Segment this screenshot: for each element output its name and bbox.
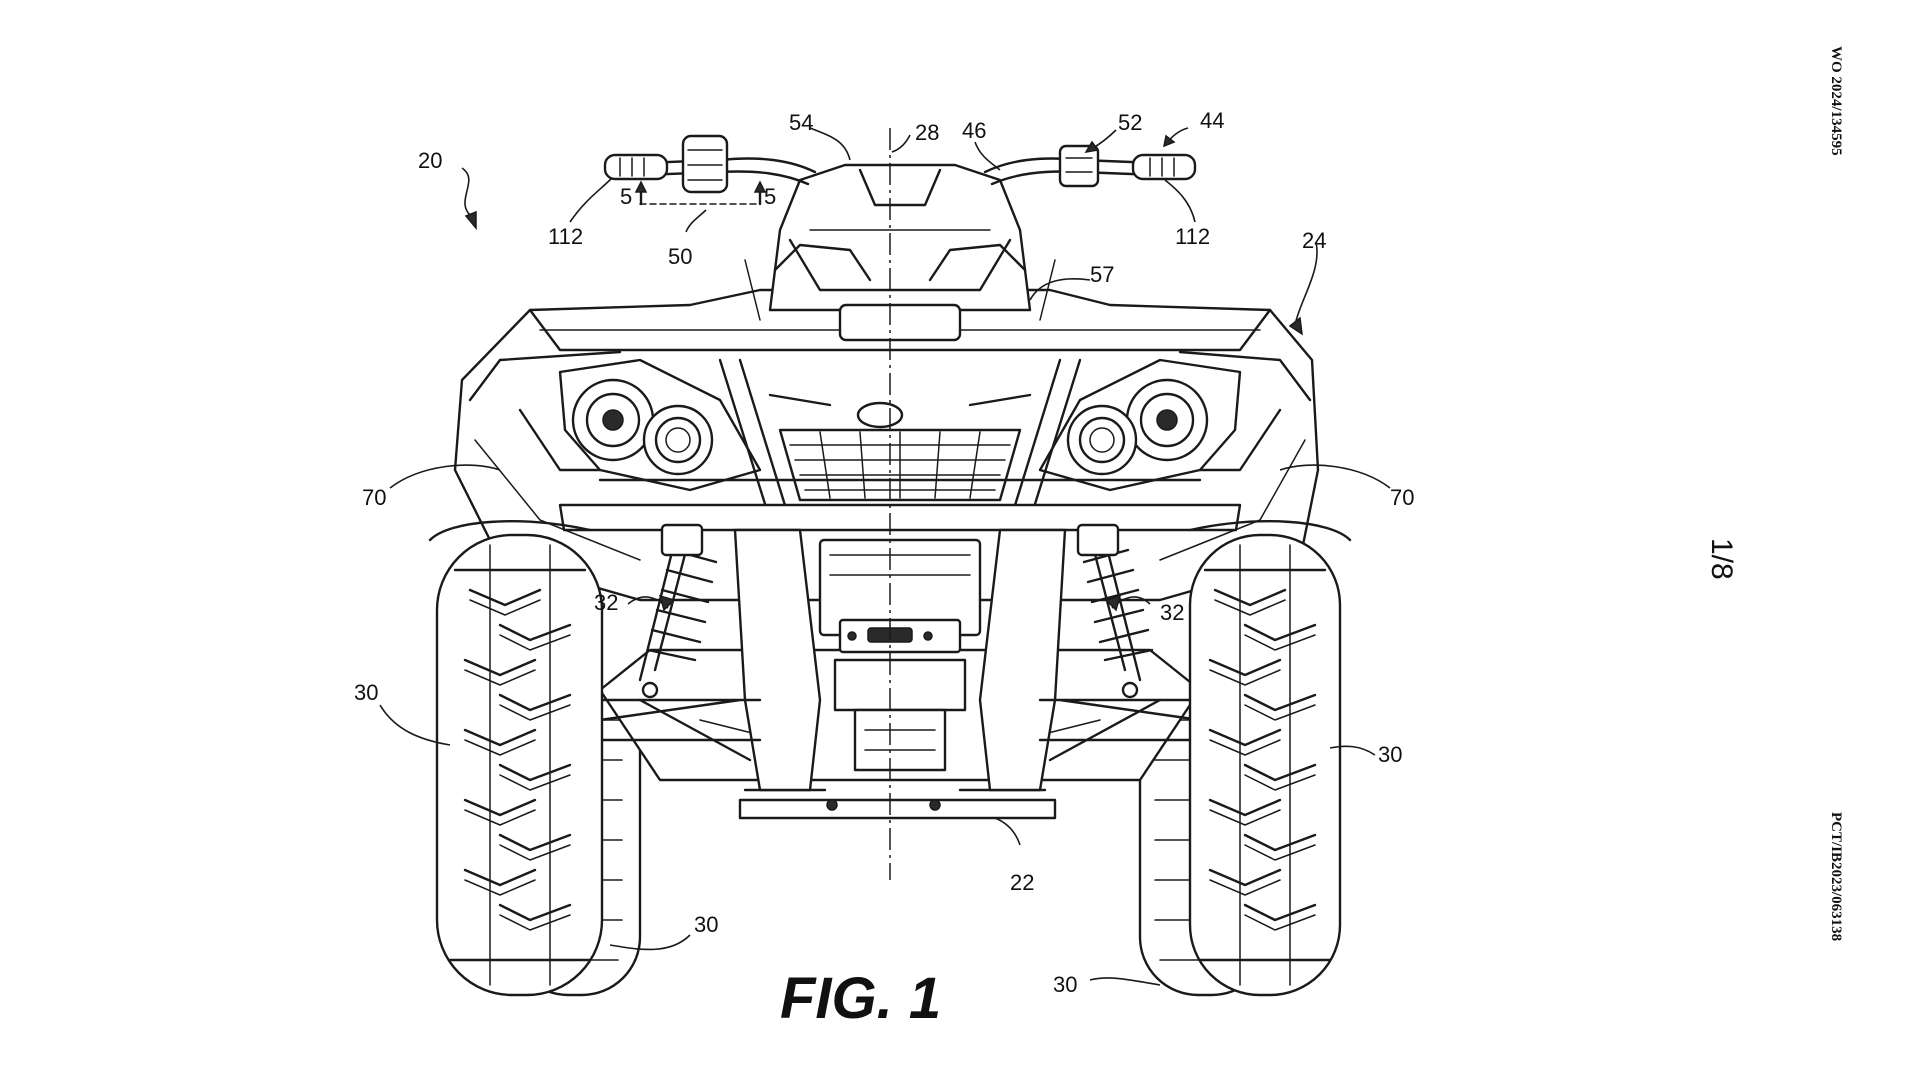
ref-54: 54 <box>789 110 813 135</box>
ref-112-left: 112 <box>548 224 583 249</box>
ref-70-left: 70 <box>362 485 386 510</box>
front-fenders <box>428 520 1352 542</box>
ref-32-right: 32 <box>1160 600 1184 625</box>
ref-46: 46 <box>962 118 986 143</box>
figure-title: FIG. 1 <box>780 966 941 1031</box>
reference-numerals: 20 54 28 46 52 44 5 5 112 112 50 24 57 7… <box>354 108 1414 997</box>
ref-30-low-left: 30 <box>694 912 718 937</box>
ref-24: 24 <box>1302 228 1326 253</box>
shock-absorber-left <box>638 523 718 699</box>
ref-30-low-right: 30 <box>1053 972 1077 997</box>
ref-30-mid-left: 30 <box>354 680 378 705</box>
leader-lines <box>379 127 1391 986</box>
ref-50: 50 <box>668 244 692 269</box>
page-indicator: 1/8 <box>1705 538 1738 580</box>
ref-5-right: 5 <box>764 184 776 209</box>
steering-column <box>744 163 1056 342</box>
application-number: PCT/IB2023/063138 <box>1828 812 1844 941</box>
atv-front-view-drawing <box>428 128 1352 997</box>
ref-30-mid-right: 30 <box>1378 742 1402 767</box>
ref-70-right: 70 <box>1390 485 1414 510</box>
ref-20: 20 <box>418 148 442 173</box>
headlight-cluster-right <box>1038 358 1242 492</box>
ref-112-right: 112 <box>1175 224 1210 249</box>
front-grille <box>768 393 1032 502</box>
ref-44: 44 <box>1200 108 1224 133</box>
front-bumper <box>558 358 1242 792</box>
ref-57: 57 <box>1090 262 1114 287</box>
front-wheel-right <box>1188 533 1342 997</box>
ref-5-left: 5 <box>620 184 632 209</box>
winch <box>818 538 982 772</box>
ref-28: 28 <box>915 120 939 145</box>
handlebar <box>603 134 1197 206</box>
ref-52: 52 <box>1118 110 1142 135</box>
ref-22: 22 <box>1010 870 1034 895</box>
ref-32-left: 32 <box>594 590 618 615</box>
front-wheel-left <box>435 533 604 997</box>
publication-number: WO 2024/134595 <box>1828 46 1844 156</box>
suspension-arms <box>588 698 1212 742</box>
